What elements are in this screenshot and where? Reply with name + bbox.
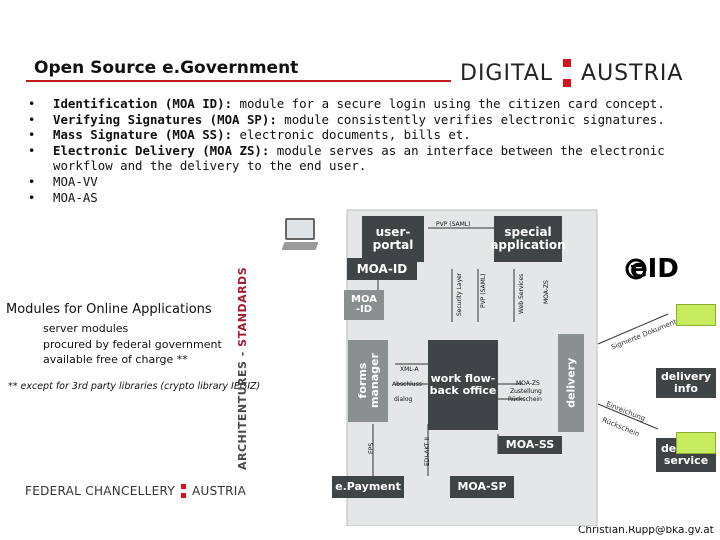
- digital-austria-logo: DIGITAL AUSTRIA: [460, 58, 683, 88]
- bullet-item: Mass Signature (MOA SS): electronic docu…: [28, 127, 718, 143]
- org-text-right: AUSTRIA: [191, 484, 247, 498]
- epayment-block: e.Payment: [332, 476, 404, 498]
- eid-icon: [625, 258, 647, 280]
- eps-label: EPS: [368, 442, 375, 454]
- org-separator: [180, 484, 186, 498]
- vertical-label-dash: -: [236, 346, 249, 361]
- work-flow-block: work flow- back office: [428, 340, 498, 430]
- bullet-text: module for a secure login using the citi…: [232, 96, 665, 111]
- pvp-saml-vertical-label: PVP (SAML): [480, 273, 487, 308]
- bullet-item: MOA-AS: [28, 190, 718, 206]
- bullet-list: Identification (MOA ID): module for a se…: [28, 96, 718, 205]
- moa-zs-box-label: MOA-ZS: [516, 380, 540, 387]
- modules-heading: Modules for Online Applications: [6, 302, 212, 317]
- logo-text-right: AUSTRIA: [581, 60, 684, 86]
- delivery-vertical-block: delivery: [558, 334, 584, 432]
- abschluss-label: Abschluss: [392, 381, 422, 388]
- bullet-item: Electronic Delivery (MOA ZS): module ser…: [28, 143, 718, 174]
- title-underline: [26, 80, 451, 82]
- bullet-item: Verifying Signatures (MOA SP): module co…: [28, 112, 718, 128]
- logo-text-left: DIGITAL: [460, 60, 554, 86]
- bullet-bold: Identification (MOA ID):: [53, 96, 233, 111]
- architecture-diagram: user- portal special application MOA-ID …: [318, 204, 720, 526]
- ruckschein-label: Rückschein: [508, 396, 542, 403]
- bullet-text: module serves as an interface between th…: [53, 142, 665, 174]
- xml-a-label: XML-A: [400, 366, 419, 373]
- eid-label: eID: [630, 254, 679, 284]
- delivery-info-block: delivery info: [656, 368, 716, 398]
- zustellung-label: Zustellung: [510, 388, 542, 395]
- contact-email: Christian.Rupp@bka.gv.at: [578, 524, 714, 536]
- bullet-text: electronic documents, bills et.: [232, 127, 471, 143]
- web-services-label: Web Services: [518, 273, 525, 314]
- dialog-label: dialog: [394, 396, 413, 403]
- list-item: available free of charge **: [43, 353, 188, 366]
- security-layer-label: Security Layer: [456, 272, 463, 316]
- pvp-saml-label: PVP (SAML): [436, 221, 471, 228]
- delivery-vertical-label: delivery: [564, 357, 578, 409]
- bullet-bold: Mass Signature (MOA SS):: [53, 127, 233, 143]
- vertical-label-part1: ARCHITENTURES: [236, 360, 249, 470]
- page-title: Open Source e.Government: [34, 58, 299, 78]
- federal-chancellery-logo: FEDERAL CHANCELLERY AUSTRIA: [25, 483, 246, 499]
- moa-id-top-block: MOA-ID: [347, 258, 417, 280]
- logo-separator: [563, 59, 572, 87]
- edi-akt-label: EDI-AKT II: [424, 437, 431, 466]
- computer-icon: [281, 218, 319, 252]
- list-item: server modules: [43, 322, 129, 335]
- modules-list: server modules procured by federal gover…: [43, 321, 222, 368]
- user-portal-block: user- portal: [362, 216, 424, 262]
- forms-manager-label: forms manager: [355, 353, 380, 409]
- special-application-block: special application: [490, 216, 566, 262]
- bubble-icon: [676, 432, 716, 454]
- bullet-text: module consistently verifies electronic …: [276, 111, 665, 127]
- vertical-label-part2: STANDARDS: [236, 266, 249, 347]
- bullet-text: MOA-AS: [53, 189, 98, 205]
- forms-manager-block: forms manager: [348, 340, 388, 422]
- moa-zs-label: MOA-ZS: [543, 280, 550, 304]
- vertical-label: ARCHITENTURES - STANDARDS: [236, 267, 252, 470]
- list-item: procured by federal government: [43, 337, 222, 351]
- bullet-item: MOA-VV: [28, 174, 718, 190]
- moa-sp-block: MOA-SP: [450, 476, 514, 498]
- org-text-left: FEDERAL CHANCELLERY: [25, 484, 175, 498]
- bullet-bold: Verifying Signatures (MOA SP):: [53, 111, 277, 127]
- bullet-item: Identification (MOA ID): module for a se…: [28, 96, 718, 112]
- bubble-icon: [676, 304, 716, 326]
- footnote: ** except for 3rd party libraries (crypt…: [8, 381, 261, 392]
- moa-ss-block: MOA-SS: [498, 436, 562, 454]
- moa-id-small-block: MOA -ID: [344, 290, 384, 320]
- bullet-bold: Electronic Delivery (MOA ZS):: [53, 142, 270, 158]
- bullet-text: MOA-VV: [53, 173, 98, 189]
